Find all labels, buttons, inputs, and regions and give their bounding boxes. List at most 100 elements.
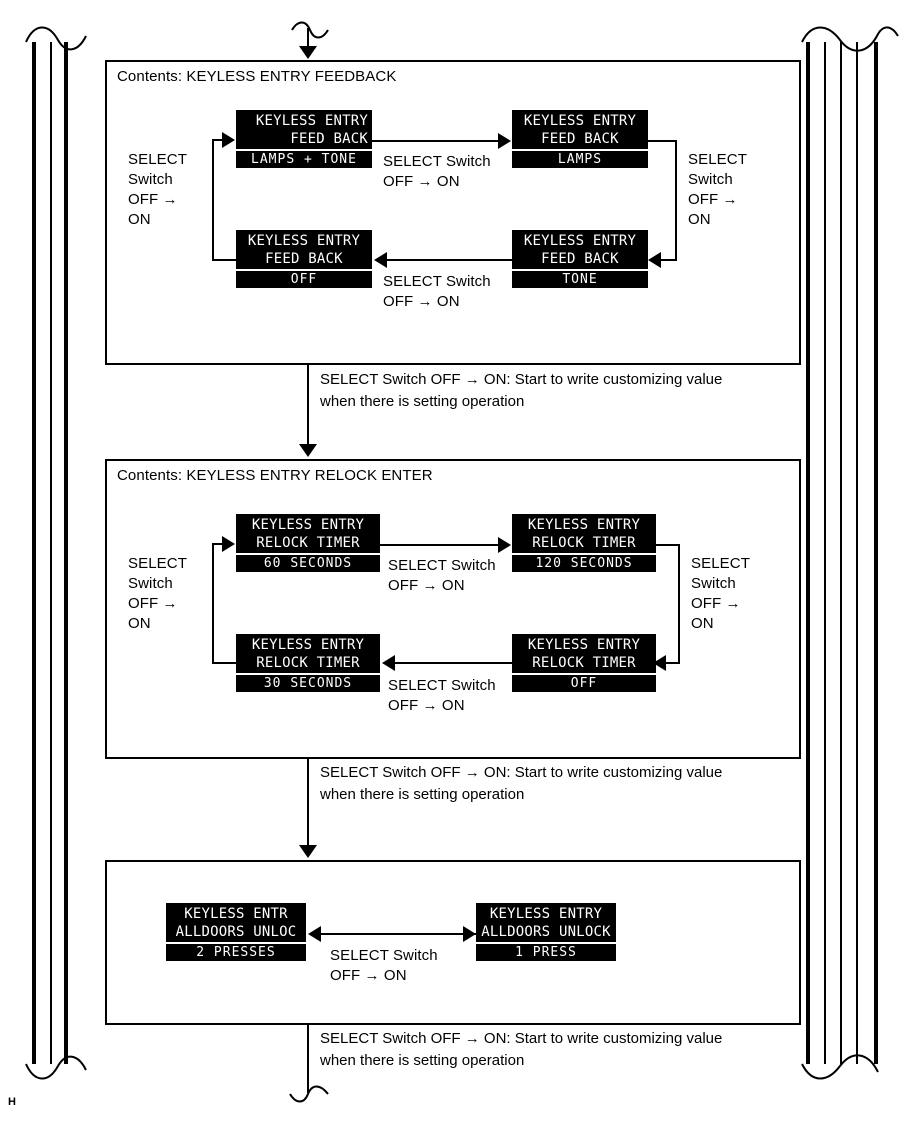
page-edge-line bbox=[856, 42, 858, 1064]
flow-line-2-right-a bbox=[656, 544, 680, 546]
flow-arrow-into-section-3 bbox=[299, 845, 317, 858]
flow-arrow-2-bottom bbox=[382, 655, 395, 671]
flow-arrow-1-bottom bbox=[374, 252, 387, 268]
flow-line-2-bottom bbox=[393, 662, 512, 664]
lcd-line1: KEYLESS ENTR bbox=[184, 906, 288, 922]
flow-line-2-left-a bbox=[212, 662, 238, 664]
lcd-separator bbox=[512, 149, 648, 151]
lcd-state-2-3: KEYLESS ENTRY RELOCK TIMER OFF bbox=[512, 634, 656, 692]
flow-line-2-right-c bbox=[666, 662, 680, 664]
right-page-edge bbox=[800, 0, 900, 1122]
lcd-state-1-1: KEYLESS ENTRY FEED BACK LAMPS + TONE bbox=[236, 110, 372, 168]
flow-line-1-right-a bbox=[648, 140, 677, 142]
lcd-line1: KEYLESS ENTRY bbox=[255, 113, 368, 129]
lcd-line2: ALLDOORS UNLOCK bbox=[481, 924, 611, 940]
page-edge-curves-left bbox=[25, 26, 87, 1080]
select-switch-label-2-left: SELECT Switch OFF → ON bbox=[128, 555, 187, 632]
flow-line-1-right-b bbox=[675, 140, 677, 260]
top-torn-edge bbox=[291, 21, 329, 39]
flow-line-section-2-to-3 bbox=[307, 759, 309, 851]
flow-arrow-into-section-2 bbox=[299, 444, 317, 457]
lcd-line1: KEYLESS ENTRY bbox=[251, 517, 365, 533]
lcd-line2: RELOCK TIMER bbox=[256, 535, 360, 551]
section-panel-1: Contents: KEYLESS ENTRY FEEDBACK bbox=[105, 60, 801, 365]
page-edge-line bbox=[874, 42, 878, 1064]
page-edge-line bbox=[50, 42, 52, 1064]
flow-arrow-into-section-1 bbox=[299, 46, 317, 59]
flow-arrow-2-left bbox=[222, 536, 235, 552]
lcd-line1: KEYLESS ENTRY bbox=[247, 233, 361, 249]
lcd-separator bbox=[236, 673, 380, 675]
section-panel-2: Contents: KEYLESS ENTRY RELOCK ENTER bbox=[105, 459, 801, 759]
flow-line-1-left-a bbox=[212, 259, 238, 261]
flow-line-2-right-b bbox=[678, 544, 680, 663]
lcd-line2: FEED BACK bbox=[541, 131, 619, 147]
lcd-state-1-4: KEYLESS ENTRY FEED BACK OFF bbox=[236, 230, 372, 288]
select-switch-label-1-bottom: SELECT Switch OFF → ON bbox=[383, 273, 491, 310]
lcd-value: 30 SECONDS bbox=[263, 676, 353, 691]
lcd-value: 2 PRESSES bbox=[196, 945, 276, 960]
flow-arrow-1-left bbox=[222, 132, 235, 148]
select-switch-label-3: SELECT Switch OFF → ON bbox=[330, 947, 438, 984]
flow-arrow-3-left bbox=[308, 926, 321, 942]
flow-arrow-3-right bbox=[463, 926, 476, 942]
flow-arrow-2-right bbox=[653, 655, 666, 671]
flow-line-1-left-b bbox=[212, 139, 214, 259]
lcd-value: LAMPS + TONE bbox=[251, 152, 357, 167]
lcd-value: LAMPS bbox=[557, 152, 603, 167]
lcd-separator bbox=[236, 269, 372, 271]
lcd-separator bbox=[166, 942, 306, 944]
lcd-separator bbox=[476, 942, 616, 944]
lcd-line1: KEYLESS ENTRY bbox=[527, 637, 641, 653]
lcd-line2: FEED BACK bbox=[541, 251, 619, 267]
lcd-value: OFF bbox=[570, 676, 598, 691]
lcd-state-2-2: KEYLESS ENTRY RELOCK TIMER 120 SECONDS bbox=[512, 514, 656, 572]
lcd-separator bbox=[512, 269, 648, 271]
flow-arrow-2-top bbox=[498, 537, 511, 553]
flow-arrow-1-right bbox=[648, 252, 661, 268]
lcd-state-1-2: KEYLESS ENTRY FEED BACK LAMPS bbox=[512, 110, 648, 168]
page-edge-line bbox=[64, 42, 68, 1064]
select-switch-label-2-right: SELECT Switch OFF → ON bbox=[691, 555, 750, 632]
lcd-state-2-1: KEYLESS ENTRY RELOCK TIMER 60 SECONDS bbox=[236, 514, 380, 572]
lcd-line2: RELOCK TIMER bbox=[532, 655, 636, 671]
lcd-line2: RELOCK TIMER bbox=[532, 535, 636, 551]
lcd-line1: KEYLESS ENTRY bbox=[527, 517, 641, 533]
bottom-torn-edge bbox=[289, 1085, 329, 1103]
page-edge-line bbox=[840, 42, 842, 1064]
section-title-2: Contents: KEYLESS ENTRY RELOCK ENTER bbox=[117, 467, 433, 484]
lcd-value: TONE bbox=[562, 272, 598, 287]
lcd-state-3-1: KEYLESS ENTR ALLDOORS UNLOC 2 PRESSES bbox=[166, 903, 306, 961]
select-switch-label-1-top: SELECT Switch OFF → ON bbox=[383, 153, 491, 190]
lcd-state-2-4: KEYLESS ENTRY RELOCK TIMER 30 SECONDS bbox=[236, 634, 380, 692]
transition-note-2: SELECT Switch OFF → ON: Start to write c… bbox=[320, 764, 723, 803]
page-edge-line bbox=[824, 42, 826, 1064]
flow-line-3-back bbox=[319, 933, 476, 935]
flow-line-1-bottom bbox=[385, 259, 512, 261]
page-corner-label: H bbox=[8, 1096, 16, 1108]
lcd-line2: ALLDOORS UNLOC bbox=[175, 924, 297, 940]
lcd-value: OFF bbox=[290, 272, 318, 287]
left-page-edge bbox=[24, 0, 94, 1122]
transition-note-1: SELECT Switch OFF → ON: Start to write c… bbox=[320, 371, 723, 410]
flow-line-2-left-c bbox=[212, 543, 226, 545]
lcd-value: 1 PRESS bbox=[515, 945, 577, 960]
select-switch-label-1-left: SELECT Switch OFF → ON bbox=[128, 151, 187, 228]
flow-line-1-top bbox=[372, 140, 502, 142]
lcd-line2: FEED BACK bbox=[290, 131, 368, 147]
lcd-separator bbox=[236, 149, 372, 151]
lcd-line1: KEYLESS ENTRY bbox=[523, 113, 637, 129]
lcd-value: 120 SECONDS bbox=[535, 556, 633, 571]
transition-note-3: SELECT Switch OFF → ON: Start to write c… bbox=[320, 1030, 723, 1069]
select-switch-label-2-bottom: SELECT Switch OFF → ON bbox=[388, 677, 496, 714]
lcd-state-1-3: KEYLESS ENTRY FEED BACK TONE bbox=[512, 230, 648, 288]
page-edge-line bbox=[806, 42, 810, 1064]
lcd-separator bbox=[512, 673, 656, 675]
flow-arrow-1-top bbox=[498, 133, 511, 149]
lcd-line1: KEYLESS ENTRY bbox=[523, 233, 637, 249]
page-edge-curves-right bbox=[801, 26, 899, 1080]
lcd-line1: KEYLESS ENTRY bbox=[251, 637, 365, 653]
flow-line-2-top bbox=[380, 544, 502, 546]
lcd-separator bbox=[236, 553, 380, 555]
lcd-state-3-2: KEYLESS ENTRY ALLDOORS UNLOCK 1 PRESS bbox=[476, 903, 616, 961]
